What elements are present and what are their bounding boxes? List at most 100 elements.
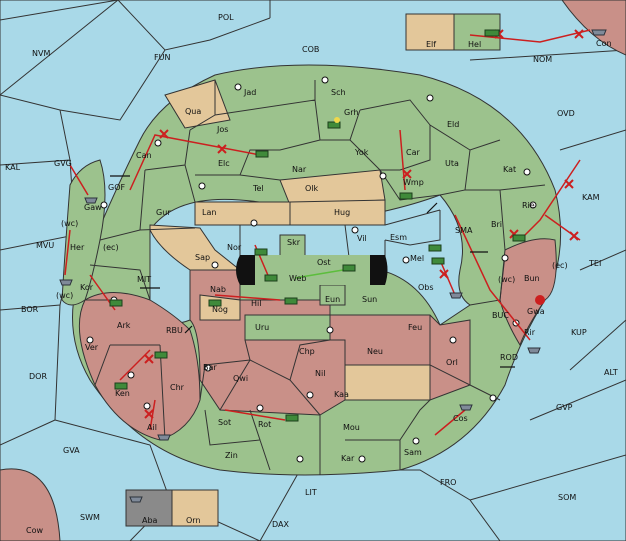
label-kat: Kat — [503, 165, 516, 174]
tank-icon[interactable] — [208, 299, 222, 307]
ship-icon[interactable] — [527, 347, 541, 354]
label-rod: ROD — [500, 353, 518, 362]
bidirectional-arrows — [110, 175, 515, 368]
label-hel: Hel — [468, 40, 481, 49]
ship-icon[interactable] — [157, 434, 171, 441]
label-feu: Feu — [408, 323, 422, 332]
label-sam: Sam — [404, 448, 422, 457]
label-rir: Rir — [524, 328, 536, 337]
tank-icon[interactable] — [154, 351, 168, 359]
label-nor: Nor — [227, 243, 242, 252]
label-gwa: Gwa — [527, 307, 545, 316]
label-skr: Skr — [287, 238, 301, 247]
province-orn[interactable] — [171, 489, 219, 527]
label-tel: Tel — [252, 184, 264, 193]
ship-icon[interactable] — [59, 279, 73, 286]
tank-icon[interactable] — [399, 192, 413, 200]
label-cob: COB — [302, 45, 319, 54]
label-kar: Kar — [341, 454, 355, 463]
label-rbu: RBU — [166, 326, 183, 335]
label-nom: NOM — [533, 55, 552, 64]
label-esm: Esm — [390, 233, 407, 242]
tank-icon[interactable] — [284, 297, 298, 305]
explosion-icon — [535, 295, 545, 305]
label-dax: DAX — [272, 520, 289, 529]
label-obs: Obs — [418, 283, 434, 292]
tank-icon[interactable] — [264, 274, 278, 282]
label-nab: Nab — [210, 285, 226, 294]
star-icon — [334, 117, 340, 123]
label-rot: Rot — [258, 420, 271, 429]
tank-icon[interactable] — [285, 414, 299, 422]
label-tei: TEI — [588, 259, 601, 268]
label-rie: Rie — [522, 201, 535, 210]
tank-icon[interactable] — [512, 234, 526, 242]
province-kaa[interactable] — [344, 364, 431, 401]
label-gva: GVA — [63, 446, 80, 455]
label-car: Car — [406, 148, 420, 157]
supply-centers — [86, 76, 537, 463]
tank-icon[interactable] — [114, 382, 128, 390]
ship-icon[interactable] — [84, 197, 98, 204]
label-ec-2: (ec) — [552, 261, 568, 270]
label-nog: Nog — [212, 305, 228, 314]
label-uru: Uru — [255, 323, 269, 332]
tank-icon[interactable] — [327, 121, 341, 129]
label-con: Con — [596, 39, 612, 48]
label-eun: Eun — [325, 295, 340, 304]
tank-icon[interactable] — [254, 248, 268, 256]
label-nil: Nil — [315, 369, 325, 378]
ship-icon[interactable] — [449, 292, 463, 299]
label-bri: Bri — [491, 220, 502, 229]
label-uta: Uta — [445, 159, 459, 168]
label-fun: FUN — [154, 53, 170, 62]
label-orl: Orl — [446, 358, 458, 367]
label-chp: Chp — [299, 347, 315, 356]
label-vil: Vil — [357, 234, 367, 243]
label-ovd: OVD — [557, 109, 575, 118]
label-kal: KAL — [5, 163, 21, 172]
label-hug: Hug — [334, 208, 350, 217]
label-lit: LIT — [305, 488, 317, 497]
ship-icon[interactable] — [591, 29, 607, 36]
tank-icon[interactable] — [109, 299, 123, 307]
label-bor: BOR — [21, 305, 39, 314]
label-wc-2: (wc) — [56, 291, 73, 300]
label-wc-3: (wc) — [498, 275, 515, 284]
label-aba: Aba — [142, 516, 158, 525]
label-alt: ALT — [604, 368, 618, 377]
label-gur: Gur — [156, 208, 171, 217]
province-sap[interactable] — [149, 224, 242, 271]
label-wc-1: (wc) — [61, 219, 78, 228]
label-bun: Bun — [524, 274, 540, 283]
label-yok: Yok — [354, 148, 369, 157]
label-buc: BUC — [492, 311, 509, 320]
label-nvm: NVM — [32, 49, 50, 58]
label-kor: Kor — [80, 283, 94, 292]
tank-icon[interactable] — [431, 257, 445, 265]
tank-icon[interactable] — [255, 150, 269, 158]
label-kam: KAM — [582, 193, 600, 202]
label-ark: Ark — [117, 321, 131, 330]
label-dor: DOR — [29, 372, 47, 381]
ship-icon[interactable] — [129, 496, 143, 503]
label-ec-1: (ec) — [103, 243, 119, 252]
label-can: Can — [136, 151, 152, 160]
label-jos: Jos — [216, 125, 228, 134]
label-mel: Mel — [410, 254, 424, 263]
province-elf[interactable] — [405, 13, 455, 51]
tank-icon[interactable] — [428, 244, 442, 252]
tank-icon[interactable] — [484, 29, 500, 37]
label-gvp: GVP — [556, 403, 573, 412]
label-cow: Cow — [26, 526, 43, 535]
label-her: Her — [70, 243, 85, 252]
ship-icon[interactable] — [459, 404, 473, 411]
label-ail: Ail — [147, 423, 157, 432]
label-neu: Neu — [367, 347, 383, 356]
label-eld: Eld — [447, 120, 459, 129]
label-ver: Ver — [85, 343, 99, 352]
tank-icon[interactable] — [342, 264, 356, 272]
label-web: Web — [289, 274, 306, 283]
label-mou: Mou — [343, 423, 360, 432]
label-gof: GOF — [108, 183, 125, 192]
